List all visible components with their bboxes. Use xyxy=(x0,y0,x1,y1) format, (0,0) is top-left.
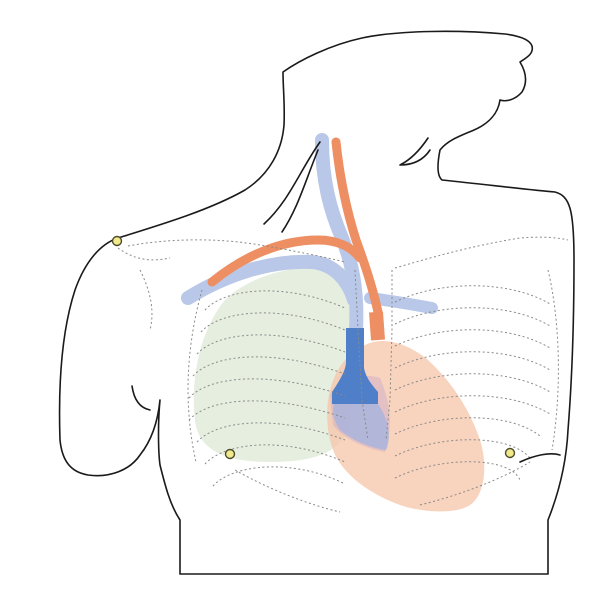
lung-shading xyxy=(193,266,352,462)
vena-cava-lower xyxy=(333,404,389,450)
rib-cage xyxy=(117,236,569,513)
neck-line-inner xyxy=(281,149,319,233)
markers xyxy=(111,235,516,460)
scapula-edge xyxy=(139,269,153,331)
right-chest-marker[interactable] xyxy=(504,447,516,459)
ear-line xyxy=(399,137,431,166)
rib-cage-right-edge xyxy=(547,269,559,451)
rib-right-4 xyxy=(394,351,551,371)
carotid-artery xyxy=(331,137,383,317)
rib-right-3 xyxy=(394,329,551,349)
neck-line xyxy=(263,141,321,225)
left-clavicle xyxy=(127,239,346,263)
torso-silhouette xyxy=(58,30,575,575)
rib-left-9 xyxy=(212,466,346,487)
costal-margin-left xyxy=(234,469,341,513)
rib-right-7 xyxy=(394,417,541,437)
rib-cage-left-edge xyxy=(187,289,203,463)
subclavian-artery xyxy=(207,235,365,287)
shoulder-marker[interactable] xyxy=(111,235,123,247)
rib-right-6 xyxy=(394,395,551,415)
rib-left-8 xyxy=(204,444,346,465)
rib-right-2 xyxy=(394,307,551,327)
rib-left-5 xyxy=(188,378,346,399)
armpit-fold xyxy=(131,385,151,411)
vessels xyxy=(181,133,438,450)
rib-right-1 xyxy=(394,285,551,305)
body-outline xyxy=(58,30,575,575)
vena-cava xyxy=(332,328,378,404)
aorta-segment xyxy=(369,311,385,341)
rib-left-2 xyxy=(200,312,346,333)
rib-right-9 xyxy=(394,461,521,481)
rib-left-1 xyxy=(204,290,346,311)
sternum-right xyxy=(385,270,393,441)
shoulder-joint xyxy=(117,247,171,261)
left-chest-marker[interactable] xyxy=(224,448,236,460)
right-pectoral-fold xyxy=(519,453,561,463)
rib-right-5 xyxy=(394,373,551,393)
sternum-left xyxy=(354,269,369,441)
right-clavicle xyxy=(394,236,569,269)
rib-left-6 xyxy=(188,400,346,421)
